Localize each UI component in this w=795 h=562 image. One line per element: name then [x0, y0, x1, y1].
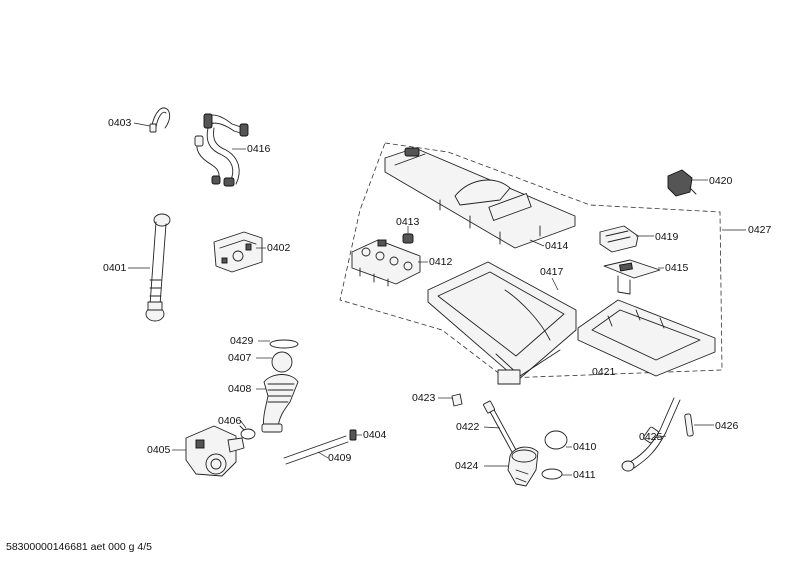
- label-0422: 0422: [456, 421, 480, 433]
- label-0404: 0404: [363, 429, 387, 441]
- part-0409: [283, 435, 349, 465]
- label-0410: 0410: [573, 441, 597, 453]
- label-0411: 0411: [573, 469, 596, 481]
- label-0419: 0419: [655, 231, 679, 243]
- part-0402: [213, 231, 263, 273]
- label-0413: 0413: [396, 216, 420, 228]
- part-0421: [577, 299, 716, 377]
- part-0412: [351, 239, 421, 287]
- label-0415: 0415: [665, 262, 689, 274]
- label-0405: 0405: [147, 444, 171, 456]
- part-0429: [269, 339, 299, 349]
- part-0404: [349, 429, 357, 441]
- part-0425: [621, 397, 681, 472]
- label-0402: 0402: [267, 242, 291, 254]
- label-0401: 0401: [103, 262, 127, 274]
- part-0423: [451, 393, 463, 407]
- label-0412: 0412: [429, 256, 453, 268]
- leader-lines: [128, 122, 746, 476]
- part-0405: [185, 425, 245, 477]
- part-0414: [384, 147, 576, 249]
- part-0419: [599, 225, 639, 253]
- part-0426: [684, 413, 694, 437]
- part-0408: [261, 374, 299, 433]
- label-0417: 0417: [540, 266, 564, 278]
- label-0406: 0406: [218, 415, 242, 427]
- part-0407: [271, 351, 293, 373]
- label-0414: 0414: [545, 240, 569, 252]
- part-0403: [149, 107, 171, 133]
- label-0408: 0408: [228, 383, 252, 395]
- label-0407: 0407: [228, 352, 252, 364]
- part-0420: [667, 169, 697, 197]
- document-id-footer: 58300000146681 aet 000 g 4/5: [6, 541, 152, 553]
- part-0413: [402, 233, 414, 244]
- part-0416: [194, 113, 249, 187]
- label-0427: 0427: [748, 224, 772, 236]
- part-0424: [507, 446, 539, 487]
- label-0416: 0416: [247, 143, 271, 155]
- label-0429: 0429: [230, 335, 254, 347]
- label-0420: 0420: [709, 175, 733, 187]
- label-0421: 0421: [592, 366, 616, 378]
- part-0422: [483, 400, 517, 453]
- part-0410: [544, 430, 568, 450]
- label-0426: 0426: [715, 420, 739, 432]
- part-0406: [239, 425, 256, 440]
- label-0424: 0424: [455, 460, 479, 472]
- label-0423: 0423: [412, 392, 436, 404]
- label-0425: 0425: [639, 431, 663, 443]
- label-0409: 0409: [328, 452, 352, 464]
- part-0415: [603, 259, 661, 295]
- part-0411: [541, 468, 563, 480]
- assembly-boundary-0427: [339, 142, 723, 379]
- label-0403: 0403: [108, 117, 132, 129]
- part-0401: [145, 213, 171, 322]
- part-0417: [427, 261, 577, 385]
